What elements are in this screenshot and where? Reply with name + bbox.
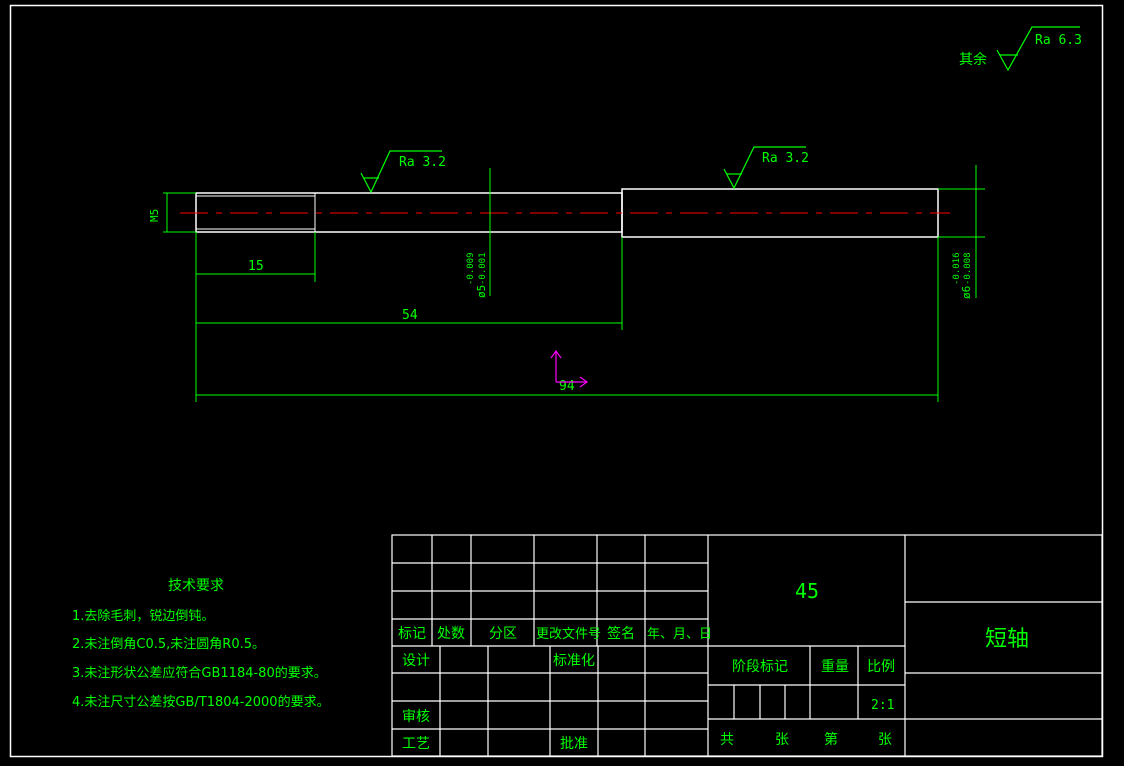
- roughness-left-value: Ra 3.2: [399, 155, 446, 170]
- roughness-remainder-symbol: [996, 26, 1080, 72]
- dim-94: [196, 237, 939, 402]
- label-stage-mark: 阶段标记: [732, 659, 788, 675]
- dim-m5-text: M5: [148, 209, 161, 222]
- dim-dia6-tol-lower: -0.008: [963, 252, 973, 285]
- tech-req-title: 技术要求: [168, 578, 224, 594]
- label-scale: 比例: [867, 659, 895, 675]
- dim-15-text: 15: [248, 259, 264, 274]
- roughness-right: [723, 146, 806, 190]
- label-approve: 批准: [560, 736, 588, 752]
- rev-header: 更改文件号: [536, 627, 601, 642]
- title-block-text: 标记 处数 分区 更改文件号 签名 年、月、日 设计 标准化 审核 工艺 批准 …: [398, 579, 1029, 752]
- dim-15: [195, 232, 316, 282]
- label-review: 审核: [402, 709, 430, 725]
- part-name: 短轴: [985, 627, 1029, 652]
- ucs-icon: [550, 349, 589, 388]
- label-standardize: 标准化: [553, 653, 595, 669]
- roughness-left: [360, 150, 442, 194]
- dim-dia5-text: ø5: [475, 285, 488, 298]
- tech-req-item: 3.未注形状公差应符合GB1184-80的要求。: [72, 665, 327, 681]
- dim-dia6-text: ø6: [960, 286, 973, 299]
- tech-req-item: 4.未注尺寸公差按GB/T1804-2000的要求。: [72, 694, 330, 710]
- sheet-no: 第: [824, 731, 838, 748]
- rev-header: 签名: [607, 625, 635, 642]
- label-weight: 重量: [821, 659, 849, 675]
- sheets-word1: 张: [775, 732, 789, 748]
- rev-header: 分区: [489, 626, 517, 642]
- dim-m5: [163, 192, 196, 233]
- title-block-grid: [391, 534, 1103, 757]
- label-process: 工艺: [402, 736, 430, 752]
- rev-header: 标记: [398, 626, 426, 642]
- scale-value: 2:1: [871, 698, 894, 713]
- rev-header: 年、月、日: [647, 627, 712, 642]
- dim-dia6: [938, 165, 985, 298]
- tech-requirements: 技术要求 1.去除毛刺，锐边倒钝。 2.未注倒角C0.5,未注圆角R0.5。 3…: [72, 578, 330, 710]
- sheets-total: 共: [720, 732, 734, 748]
- tech-req-item: 2.未注倒角C0.5,未注圆角R0.5。: [72, 637, 265, 652]
- dim-54: [195, 237, 623, 402]
- dim-dia6-tol-upper: -0.016: [952, 252, 962, 285]
- roughness-remainder-value: Ra 6.3: [1035, 33, 1082, 48]
- roughness-remainder-label: 其余: [959, 51, 987, 68]
- tech-req-item: 1.去除毛刺，锐边倒钝。: [72, 609, 214, 624]
- roughness-remainder: 其余 Ra 6.3: [959, 26, 1082, 72]
- roughness-right-value: Ra 3.2: [762, 151, 809, 166]
- label-design: 设计: [402, 653, 430, 669]
- dim-54-text: 54: [402, 308, 418, 323]
- rev-header: 处数: [437, 626, 465, 642]
- material-text: 45: [795, 579, 819, 603]
- sheets-word2: 张: [878, 732, 892, 748]
- dim-94-text: 94: [559, 379, 575, 394]
- dim-dia5-tol-upper: -0.009: [466, 252, 476, 285]
- dim-dia5-tol-lower: -0.001: [478, 252, 488, 285]
